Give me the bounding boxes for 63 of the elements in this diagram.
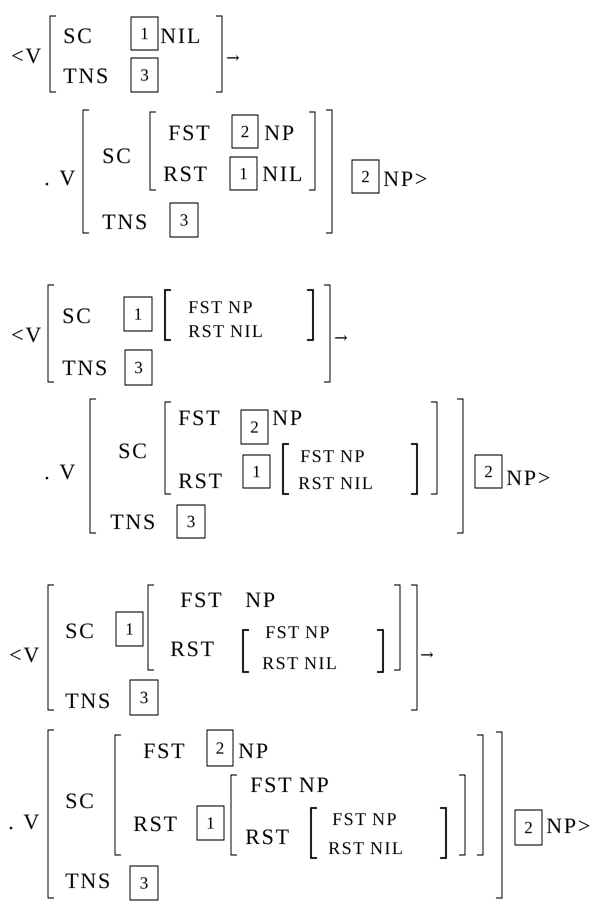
feature-text: RST NIL [188,325,262,338]
tag-box: 1 [196,806,224,840]
tag-box: 3 [170,202,198,238]
rewrite-arrow: → [421,652,434,658]
feature-text: TNS [66,693,109,708]
feature-text: . V [46,464,75,480]
tag-box: 1 [116,612,144,646]
feature-text: NP [238,744,268,758]
feature-text: RST [164,166,207,182]
tag-box: 2 [514,810,542,846]
feature-text: TNS [110,514,154,530]
feature-text: NP [246,592,274,607]
feature-text: SC [64,28,91,44]
feature-text: FST NP [266,626,329,638]
feature-text: TNS [64,68,107,84]
feature-text: FST NP [300,450,364,462]
feature-text: <V [12,48,41,64]
rewrite-arrow: → [227,54,240,62]
tag-box: 2 [232,114,258,148]
feature-text: RST [170,641,214,656]
tag-box: 1 [130,16,158,50]
feature-text: TNS [66,873,109,888]
feature-text: SC [104,148,130,164]
feature-text: . V [10,814,39,830]
tag-box: 2 [352,160,380,194]
feature-text: NIL [160,28,200,43]
feature-text: . V [46,170,75,186]
feature-text: RST [246,829,289,844]
tag-box: 2 [206,730,234,766]
tag-box: 1 [230,156,258,190]
feature-text: RST NIL [328,842,402,854]
tag-box: 3 [130,58,158,92]
rewrite-arrow: → [335,334,348,342]
feature-text: <V [12,328,41,342]
feature-text: RST NIL [262,657,336,670]
feature-text: SC [66,623,93,638]
feature-text: FST [144,743,184,758]
tag-box: 3 [176,504,206,538]
feature-text: FST [180,592,222,608]
tag-box: 1 [124,296,152,332]
feature-text: SC [120,443,146,458]
feature-text: NIL [262,166,302,181]
tag-box: 1 [242,454,270,488]
feature-text: RST [134,816,177,832]
tag-box: 2 [240,410,268,444]
feature-text: SC [66,793,93,808]
feature-text: RST NIL [298,477,372,490]
feature-text: NP [272,410,302,425]
feature-text: FST NP [188,301,252,314]
feature-text: TNS [102,214,146,230]
feature-text: TNS [62,360,106,376]
feature-text: FST [178,410,220,426]
feature-text: FST NP [332,813,396,826]
feature-text: <V [10,648,39,662]
tag-box: 3 [124,350,152,386]
feature-text: RST [178,473,222,488]
feature-text: NP [264,126,294,140]
feature-text: FST [168,125,210,140]
feature-text: FST NP [250,777,328,792]
tag-box: 3 [130,680,158,716]
tag-box: 2 [474,454,502,488]
tag-box: 3 [130,866,158,900]
feature-text: SC [64,308,90,324]
